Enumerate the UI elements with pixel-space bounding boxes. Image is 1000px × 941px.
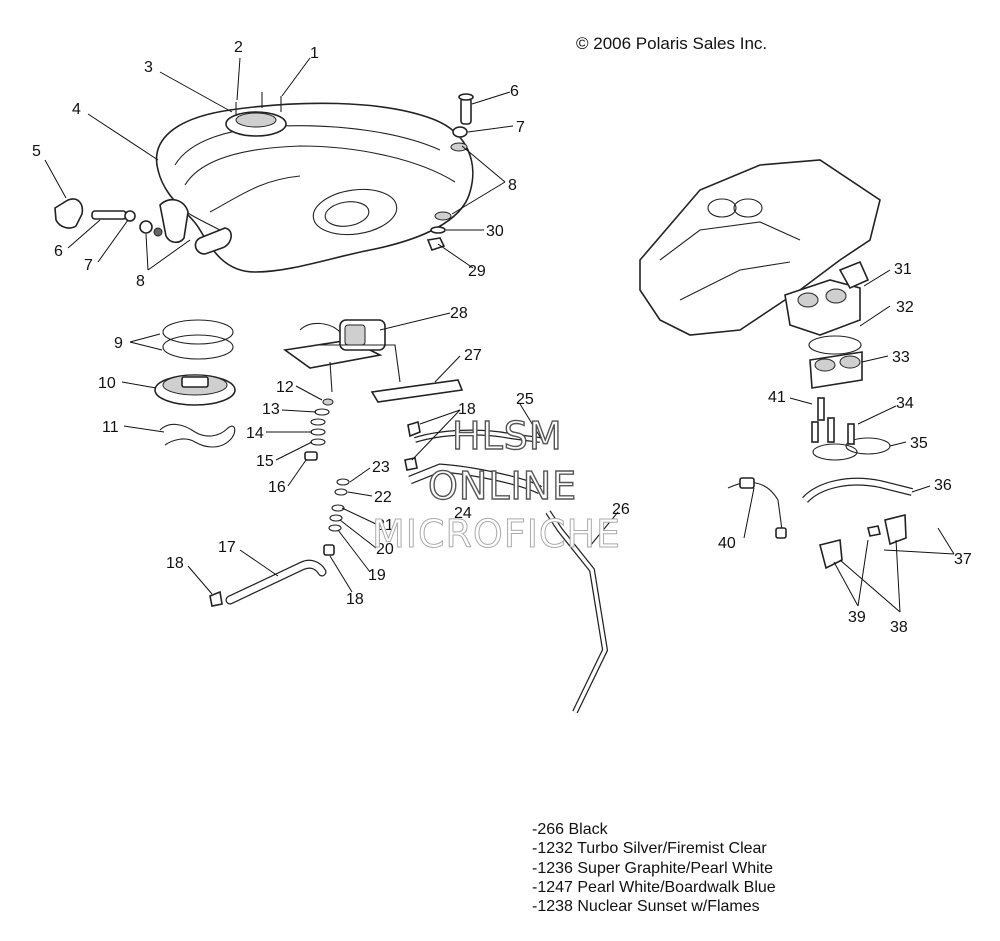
callout-label: 1 [310, 45, 319, 62]
fuel-hose-17 [209, 559, 327, 607]
airbox [639, 159, 881, 336]
callout-label: 6 [54, 243, 63, 260]
fuel-lines [404, 420, 609, 714]
callout-label: 4 [72, 101, 81, 118]
callout-label: 18 [166, 555, 184, 572]
fuel-tank [155, 102, 474, 273]
callout-label: 8 [136, 273, 145, 290]
callout-label: 33 [892, 349, 910, 366]
copyright-notice: © 2006 Polaris Sales Inc. [576, 34, 768, 53]
callout-label: 11 [102, 419, 119, 436]
color-option: -1236 Super Graphite/Pearl White [532, 859, 774, 877]
callout-label: 34 [896, 395, 914, 412]
callout-label: 3 [144, 59, 153, 76]
callout-label: 29 [468, 263, 486, 280]
hose-clamps-and-orings [304, 398, 350, 556]
color-option: -1238 Nuclear Sunset w/Flames [532, 898, 760, 916]
color-option: -1232 Turbo Silver/Firemist Clear [532, 840, 767, 858]
callout-label: 28 [450, 305, 468, 322]
callout-label: 39 [848, 609, 866, 626]
callout-label: 27 [464, 347, 482, 364]
callout-label: 24 [454, 505, 472, 522]
color-option: -1247 Pearl White/Boardwalk Blue [532, 878, 776, 896]
callout-label: 7 [516, 119, 525, 136]
callout-label: 23 [372, 459, 390, 476]
callout-label: 21 [376, 517, 394, 534]
callout-label: 40 [718, 535, 736, 552]
callout-label: 12 [276, 379, 294, 396]
callout-label: 36 [934, 477, 952, 494]
callout-label: 18 [458, 401, 476, 418]
callout-label: 7 [84, 257, 93, 274]
callout-label: 13 [262, 401, 280, 418]
callout-label: 15 [256, 453, 274, 470]
callout-label: 35 [910, 435, 928, 452]
fuel-rail-and-injectors [727, 477, 913, 570]
callout-label: 41 [768, 389, 786, 406]
callout-label: 31 [894, 261, 912, 278]
intake-boots [808, 335, 891, 461]
callout-label: 26 [612, 501, 630, 518]
callout-label: 30 [486, 223, 504, 240]
color-option: -266 Black [532, 821, 608, 838]
callout-label: 2 [234, 39, 243, 56]
callout-label: 38 [890, 619, 908, 636]
callout-label: 14 [246, 425, 264, 442]
fuel-cap [225, 92, 287, 137]
callout-label: 9 [114, 335, 123, 352]
throttle-body [784, 260, 870, 336]
callout-label: 16 [268, 479, 286, 496]
tank-mount-hardware [426, 93, 474, 251]
petcock-assembly [54, 198, 232, 255]
callout-label: 19 [368, 567, 386, 584]
callout-leader-lines [44, 57, 955, 613]
watermark-line-1: HLSM [451, 413, 563, 458]
callout-label: 17 [218, 539, 236, 556]
watermark-line-3: MICROFICHE [371, 512, 622, 557]
callout-label: 32 [896, 299, 914, 316]
fuel-pump-module [282, 319, 464, 403]
callout-label: 5 [32, 143, 41, 160]
callout-label: 25 [516, 391, 534, 408]
callout-label: 18 [346, 591, 364, 608]
callout-label: 20 [376, 541, 394, 558]
callout-label: 10 [98, 375, 116, 392]
callout-numbers: 1 2 3 4 5 6 7 8 6 7 8 30 29 9 10 11 28 2… [32, 39, 972, 636]
watermark-line-2: ONLINE [427, 463, 578, 508]
callout-label: 6 [510, 83, 519, 100]
fuel-pump-seal-rings [154, 319, 236, 448]
callout-label: 22 [374, 489, 392, 506]
callout-label: 8 [508, 177, 517, 194]
callout-label: 37 [954, 551, 972, 568]
color-options-list: -266 Black -1232 Turbo Silver/Firemist C… [532, 820, 776, 916]
